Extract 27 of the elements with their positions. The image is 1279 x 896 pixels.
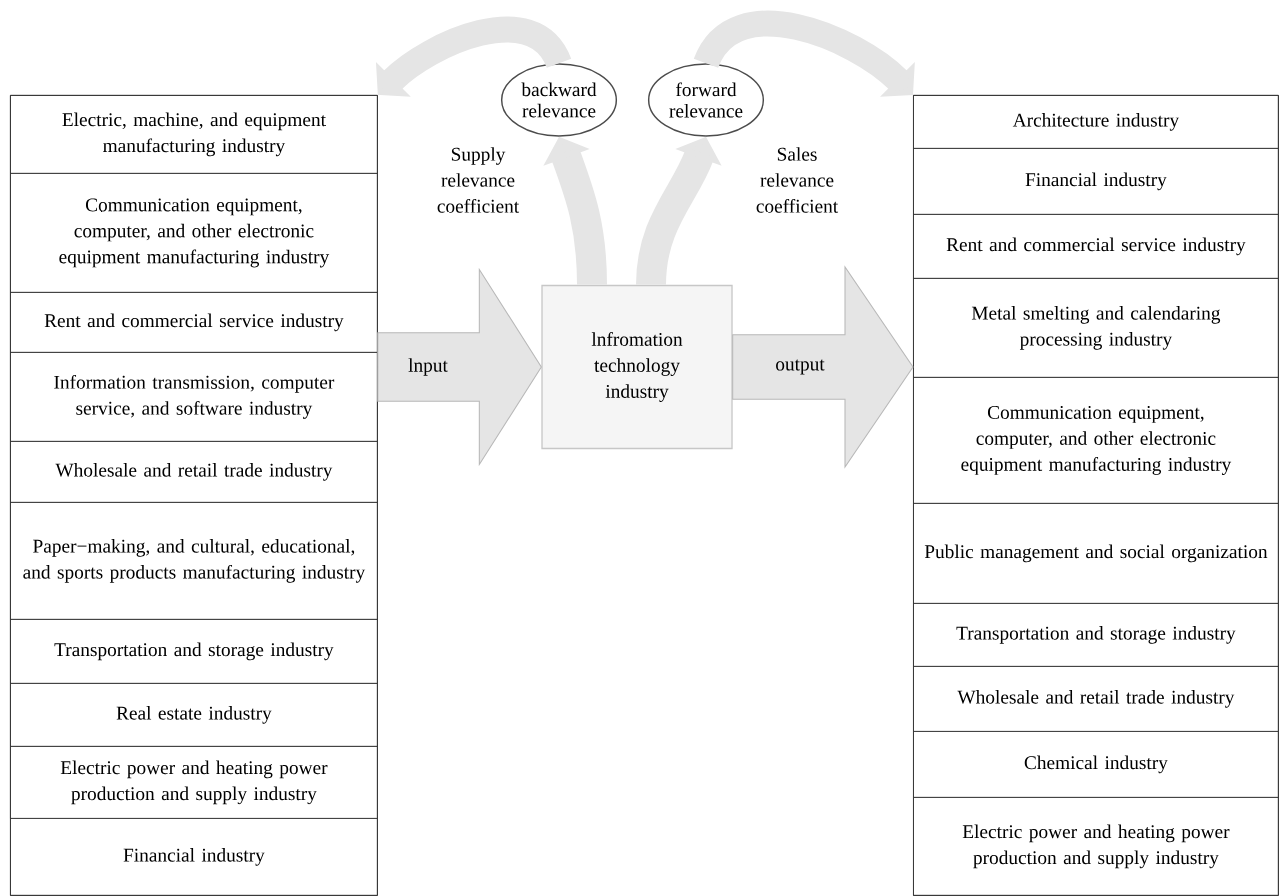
- industry-cell: Wholesale and retail trade industry: [913, 666, 1279, 732]
- industry-cell: Communication equipment, computer, and other electronic equipment manufacturing industry: [913, 377, 1279, 504]
- industry-cell: Paper−making, and cultural, educational, and sports products manufacturing industry: [10, 502, 378, 620]
- block-arrow: [377, 267, 542, 467]
- industry-cell: Information transmission, computer service, and software industry: [10, 352, 378, 442]
- industry-cell: Financial industry: [10, 818, 378, 896]
- block-arrow: [732, 265, 914, 469]
- industry-cell: Rent and commercial service industry: [10, 292, 378, 353]
- industry-cell: Public management and social organization: [913, 503, 1279, 604]
- arrow-label: output: [773, 358, 827, 376]
- industry-cell: Rent and commercial service industry: [913, 214, 1279, 279]
- coefficient-label: Supply relevance coefficient: [437, 147, 520, 213]
- industry-cell: Communication equipment, computer, and other electronic equipment manufacturing industry: [10, 173, 378, 293]
- industry-box: lnfromation technology industry: [541, 284, 733, 450]
- coefficient-label: Sales relevance coefficient: [756, 147, 839, 213]
- industry-cell: Financial industry: [913, 148, 1279, 215]
- industry-cell: Electric power and heating power production and supply industry: [913, 797, 1279, 896]
- industry-cell: Metal smelting and calendaring processing industry: [913, 278, 1279, 378]
- industry-cell: Real estate industry: [10, 683, 378, 747]
- industry-cell: Chemical industry: [913, 731, 1279, 798]
- industry-cell: Architecture industry: [913, 95, 1279, 149]
- industry-cell: Wholesale and retail trade industry: [10, 441, 378, 503]
- industry-cell: Transportation and storage industry: [913, 603, 1279, 667]
- curved-arrow: [694, 10, 915, 97]
- industry-cell: Electric, machine, and equipment manufacturing industry: [10, 95, 378, 174]
- industry-cell: Transportation and storage industry: [10, 619, 378, 684]
- industry-cell: Electric power and heating power production and supply industry: [10, 746, 378, 819]
